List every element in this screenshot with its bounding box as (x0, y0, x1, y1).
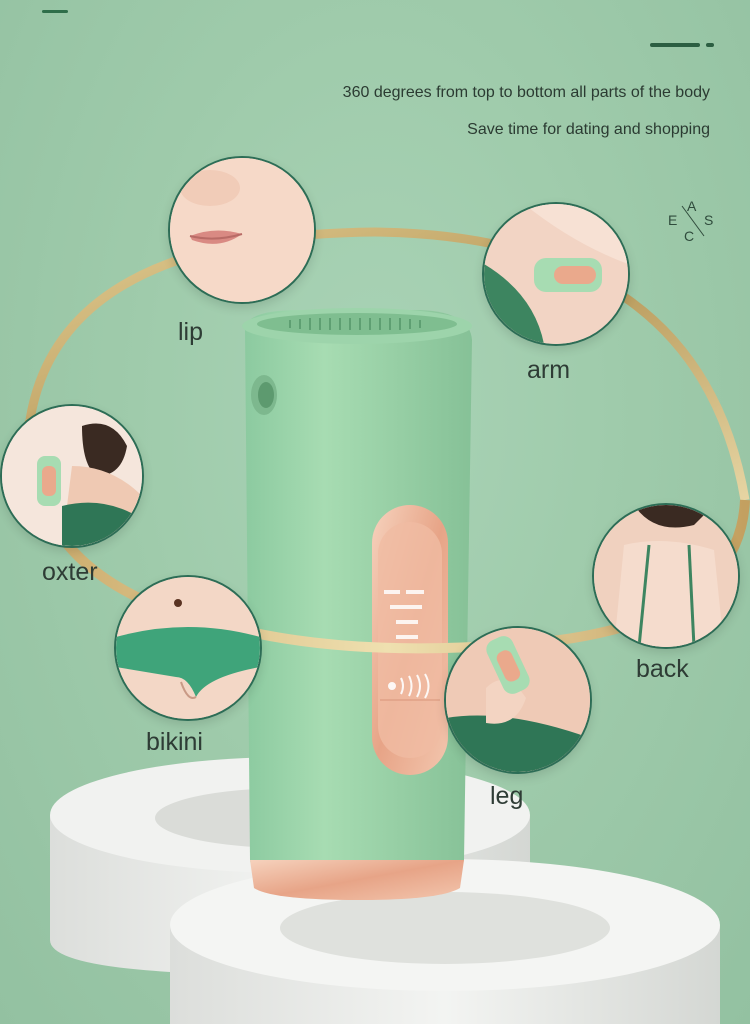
compass-cross-icon (681, 205, 705, 237)
label-lip: lip (178, 318, 204, 346)
bikini-photo (114, 575, 262, 721)
leg-photo (444, 626, 592, 774)
compass-letter-w: E (668, 212, 678, 228)
pager-active-bar[interactable] (650, 43, 700, 47)
label-arm: arm (527, 356, 571, 384)
oxter-photo (0, 404, 144, 548)
label-leg: leg (490, 782, 524, 810)
compass-letter-n: A (687, 198, 697, 214)
lip-photo (168, 156, 316, 304)
compass-letter-e: S (704, 212, 714, 228)
tagline-360-degrees: 360 degrees from top to bottom all parts… (342, 84, 710, 101)
label-oxter: oxter (42, 558, 98, 586)
pager-dot[interactable] (706, 43, 714, 47)
compass-icon: A E S C (664, 198, 720, 246)
tagline-save-time: Save time for dating and shopping (467, 121, 710, 138)
label-back: back (636, 655, 689, 683)
arm-photo (482, 202, 630, 346)
pager-indicator[interactable] (650, 43, 714, 47)
top-left-dash (42, 10, 68, 13)
back-photo (592, 503, 740, 649)
compass-letter-s: C (684, 228, 695, 244)
label-bikini: bikini (146, 728, 203, 756)
